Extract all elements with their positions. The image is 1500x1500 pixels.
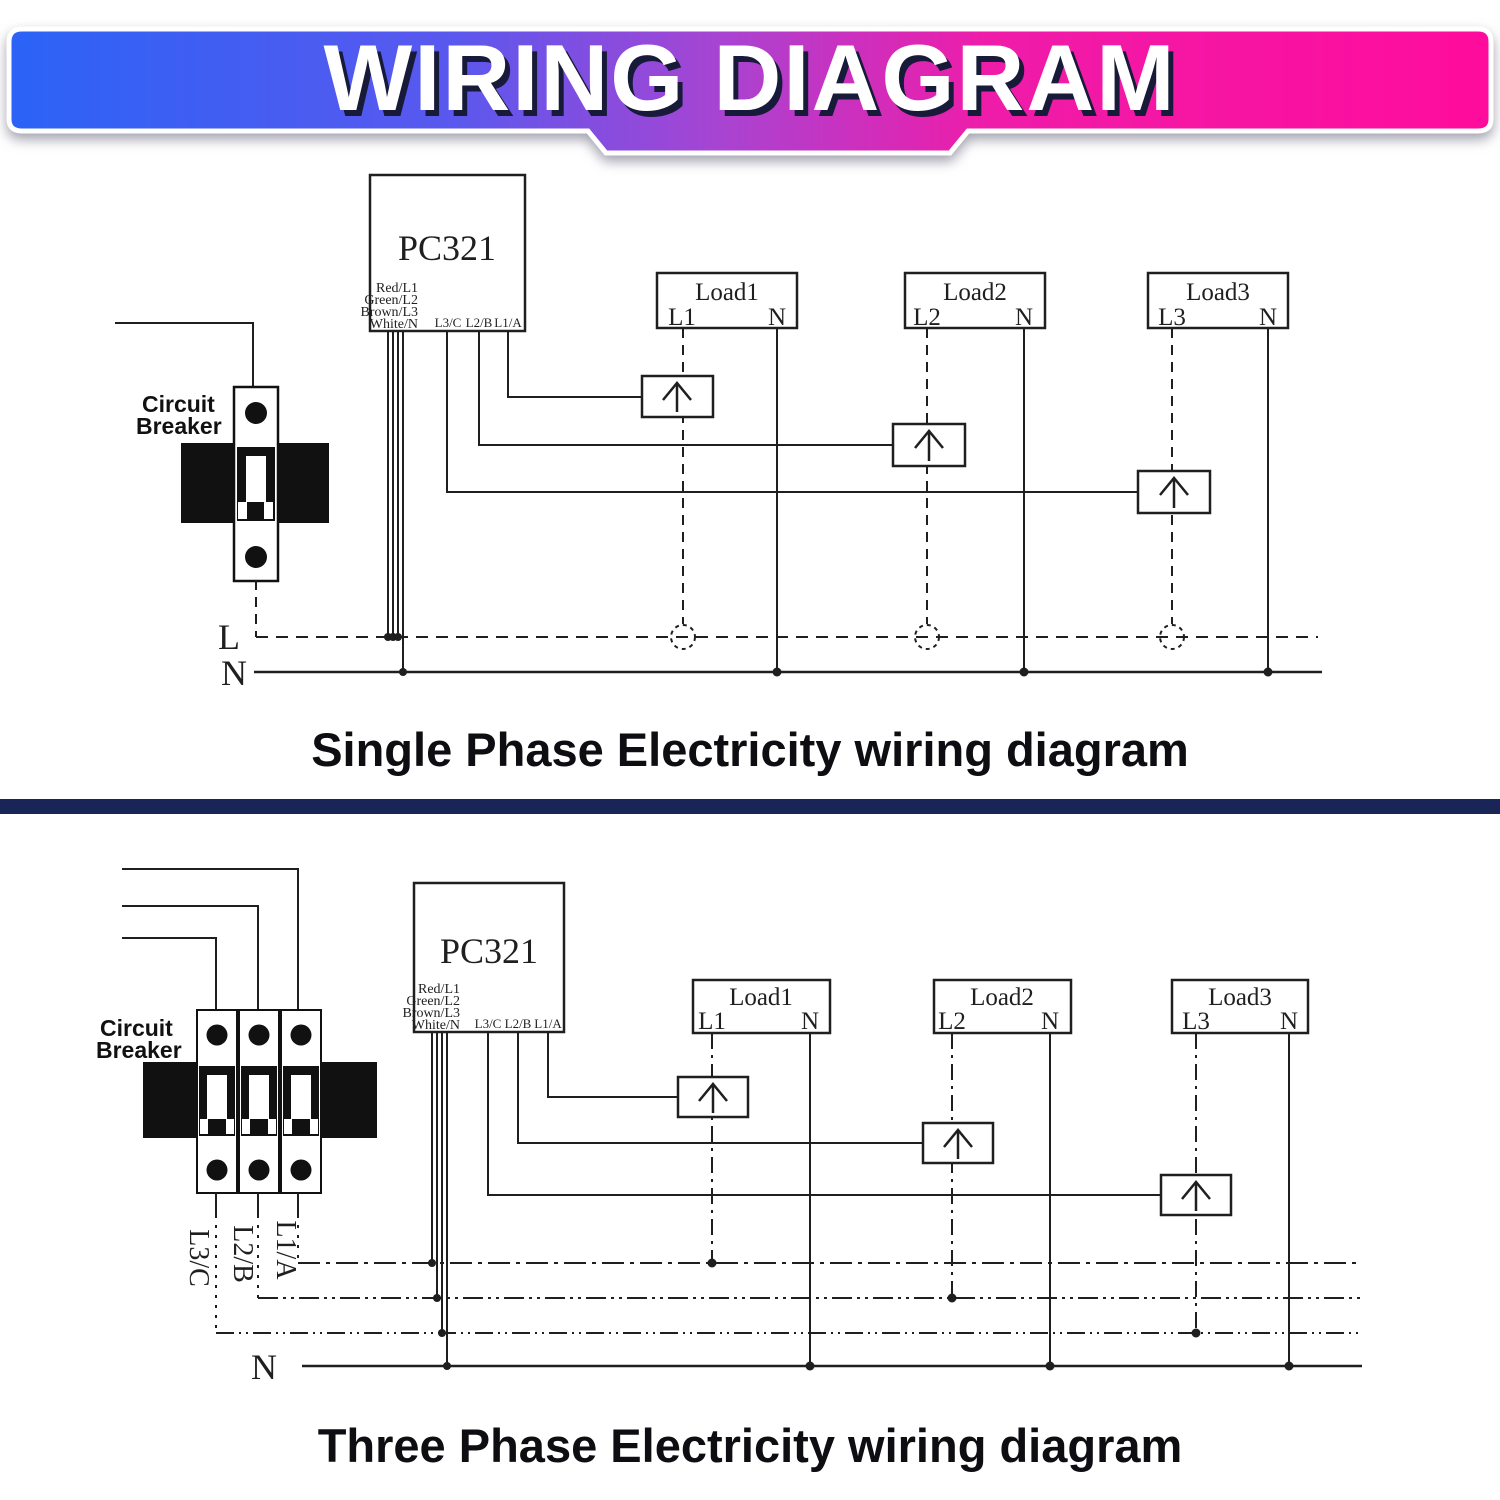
- wire-label-white: White/N: [412, 1018, 460, 1033]
- load-neutral-label: N: [801, 1008, 819, 1035]
- terminal-label-l3c: L3/C: [435, 315, 462, 330]
- three-phase-diagram: Circuit Breaker L3/C L2/B L1/A PC321 Red…: [96, 868, 1362, 1387]
- ct2-arrow-icon: [891, 422, 967, 468]
- terminal-label-l1a: L1/A: [534, 1016, 562, 1031]
- terminal-label-l3c: L3/C: [475, 1016, 502, 1031]
- breaker-toggle: [246, 456, 266, 502]
- wire-label-red: Red/L1: [376, 281, 418, 296]
- pc321-box: [368, 173, 527, 333]
- wire-label-white: White/N: [370, 317, 418, 332]
- terminal-screw: [245, 402, 267, 424]
- load-name: Load1: [729, 984, 793, 1011]
- load-neutral-label: N: [768, 304, 786, 331]
- breaker-label-line1: Circuit: [142, 391, 215, 417]
- load-name: Load3: [1186, 279, 1250, 306]
- breaker-label-line2: Breaker: [96, 1037, 182, 1063]
- device-name: PC321: [440, 931, 538, 971]
- breaker-foot: [238, 502, 247, 519]
- ct2-arrow-icon: [921, 1121, 995, 1165]
- terminal-label-l2b: L2/B: [505, 1016, 532, 1031]
- load3-box: Load3 L3 N: [1170, 978, 1310, 1035]
- three-phase-title: Three Phase Electricity wiring diagram: [317, 1419, 1183, 1472]
- ct-sensor-wires: [446, 331, 1138, 493]
- banner-shape: [6, 26, 1494, 156]
- single-phase-title: Single Phase Electricity wiring diagram: [311, 723, 1189, 776]
- terminal-screw: [245, 546, 267, 568]
- breaker-label-line2: Breaker: [136, 413, 222, 439]
- load3-box: Load3 L3 N: [1146, 271, 1290, 331]
- load-neutral-label: N: [1041, 1008, 1059, 1035]
- ct1-arrow-icon: [640, 374, 715, 419]
- load-name: Load1: [695, 279, 759, 306]
- circuit-breaker-graphic: [181, 385, 329, 583]
- load-line-label: L2: [913, 304, 941, 331]
- breaker-label-line1: Circuit: [100, 1015, 173, 1041]
- circuit-breaker-graphic: [143, 1009, 377, 1194]
- banner-title: WIRING DIAGRAM: [323, 25, 1177, 130]
- device-supply-wires: [384, 331, 407, 676]
- clamp-circle-markers: [670, 624, 1185, 650]
- load2-box: Load2 L2 N: [903, 271, 1047, 331]
- load-line-label: L3: [1158, 304, 1186, 331]
- load-name: Load2: [943, 279, 1007, 306]
- load-drop-wires: [707, 1033, 1294, 1371]
- ct-sensor-wires: [487, 1032, 1161, 1196]
- load1-box: Load1 L1 N: [655, 271, 799, 331]
- breaker-foot: [264, 502, 273, 519]
- device-supply-wires: [428, 1032, 451, 1370]
- feed-wire: [115, 322, 254, 388]
- ct1-arrow-icon: [676, 1075, 750, 1119]
- terminal-label-l2b: L2/B: [466, 315, 493, 330]
- load2-box: Load2 L2 N: [932, 978, 1073, 1035]
- ct3-arrow-icon: [1159, 1173, 1233, 1217]
- wire-label-red: Red/L1: [418, 982, 460, 997]
- phase-wire-label-l3c: L3/C: [183, 1229, 214, 1287]
- pc321-box: [412, 881, 566, 1034]
- load-name: Load3: [1208, 984, 1272, 1011]
- live-bus-label: L: [218, 617, 240, 657]
- single-phase-diagram: Circuit Breaker PC321 Red/L1 Green/L2 Br…: [115, 173, 1322, 693]
- feed-wires: [122, 868, 299, 1010]
- banner-ribbon: [6, 26, 1494, 156]
- load-neutral-label: N: [1015, 304, 1033, 331]
- terminal-label-l1a: L1/A: [494, 315, 522, 330]
- wire-label-brown: Brown/L3: [360, 305, 418, 320]
- phase-wire-label-l2b: L2/B: [227, 1225, 258, 1283]
- load-line-label: L3: [1182, 1008, 1210, 1035]
- load1-box: Load1 L1 N: [691, 978, 832, 1035]
- phase-wire-label-l1a: L1/A: [270, 1220, 301, 1280]
- neutral-bus-label: N: [251, 1347, 277, 1387]
- device-name: PC321: [398, 228, 496, 268]
- wire-label-green: Green/L2: [364, 293, 418, 308]
- wire-label-green: Green/L2: [406, 994, 460, 1009]
- load-drop-wires: [682, 328, 1273, 677]
- load-line-label: L1: [698, 1008, 726, 1035]
- ct3-arrow-icon: [1136, 469, 1212, 515]
- neutral-bus-label: N: [221, 653, 247, 693]
- load-neutral-label: N: [1280, 1008, 1298, 1035]
- load-neutral-label: N: [1259, 304, 1277, 331]
- section-divider: [0, 799, 1500, 814]
- wire-label-brown: Brown/L3: [402, 1006, 460, 1021]
- load-line-label: L1: [668, 304, 696, 331]
- load-name: Load2: [970, 984, 1034, 1011]
- load-line-label: L2: [938, 1008, 966, 1035]
- phase-wires: [215, 1193, 299, 1333]
